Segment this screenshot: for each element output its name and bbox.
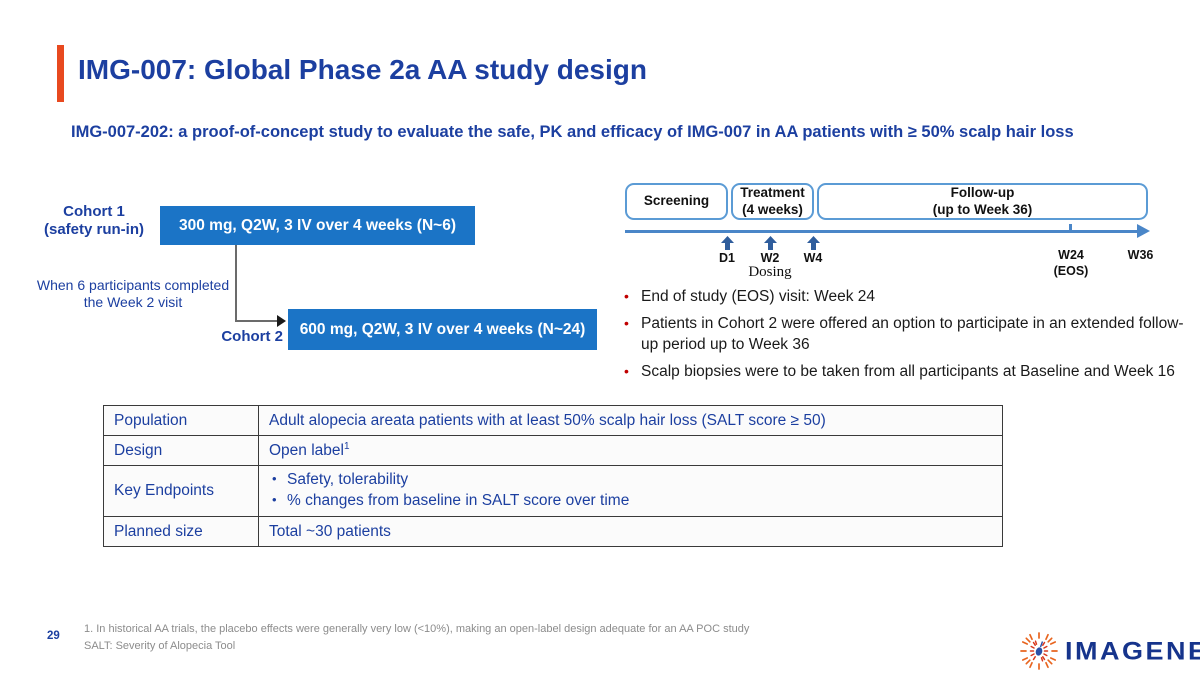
row-value: Total ~30 patients (258, 516, 1003, 547)
phase-sublabel: (4 weeks) (742, 201, 803, 217)
study-design-table: Population Adult alopecia areata patient… (103, 405, 1003, 547)
dosing-point-d1: D1 (719, 251, 735, 265)
cohort2-dose-box: 600 mg, Q2W, 3 IV over 4 weeks (N~24) (288, 309, 597, 350)
dosing-label: Dosing (748, 264, 792, 280)
dosing-arrow-icon (807, 236, 820, 250)
design-value: Open label (269, 442, 344, 460)
list-item: Safety, tolerability (269, 470, 992, 491)
cohort1-label: Cohort 1 (safety run-in) (33, 203, 155, 240)
row-value: Safety, tolerability % changes from base… (258, 465, 1003, 517)
company-logo: IMAGENE (1018, 629, 1200, 673)
study-notes-list: End of study (EOS) visit: Week 24 Patien… (622, 287, 1190, 390)
table-row: Key Endpoints Safety, tolerability % cha… (103, 465, 1003, 517)
list-item: % changes from baseline in SALT score ov… (269, 491, 992, 512)
cohort-connector-horizontal (235, 320, 278, 322)
row-value: Open label1 (258, 435, 1003, 466)
milestone-w24-label: W24 (1058, 248, 1084, 262)
page-title: IMG-007: Global Phase 2a AA study design (78, 54, 647, 85)
cohort1-label-line1: Cohort 1 (63, 203, 125, 220)
timeline-axis-line (625, 230, 1139, 233)
footnote-ref: 1 (343, 440, 350, 452)
timeline-phase-treatment: Treatment (4 weeks) (731, 183, 814, 220)
logo-text: IMAGENE (1065, 636, 1200, 665)
milestone-w24: W24 (EOS) (1035, 248, 1107, 279)
milestone-w36: W36 (1127, 248, 1154, 262)
row-label: Design (103, 435, 259, 466)
dosing-point-w4: W4 (803, 251, 823, 265)
cohort-connector-arrowhead-icon (277, 315, 286, 327)
endpoint-list: Safety, tolerability % changes from base… (269, 470, 992, 512)
cohort-transition-note: When 6 participants completed the Week 2… (36, 277, 230, 311)
phase-label: Treatment (740, 185, 805, 201)
dosing-arrow-icon (721, 236, 734, 250)
cohort-connector-vertical (235, 245, 237, 322)
milestone-w24-sublabel: (EOS) (1053, 263, 1089, 278)
title-accent-bar (57, 45, 64, 102)
footnote-line: 1. In historical AA trials, the placebo … (84, 623, 750, 635)
w24-tick-mark (1069, 224, 1072, 233)
phase-label: Screening (643, 193, 710, 209)
table-row: Population Adult alopecia areata patient… (103, 405, 1003, 436)
page-number: 29 (47, 630, 60, 642)
slide-subtitle: IMG-007-202: a proof-of-concept study to… (71, 123, 1074, 141)
dosing-arrow-icon (764, 236, 777, 250)
list-item: End of study (EOS) visit: Week 24 (622, 287, 1190, 307)
footnote-line: SALT: Severity of Alopecia Tool (84, 639, 236, 652)
list-item: Scalp biopsies were to be taken from all… (622, 362, 1190, 382)
phase-sublabel: (up to Week 36) (932, 201, 1033, 217)
cohort1-dose-box: 300 mg, Q2W, 3 IV over 4 weeks (N~6) (160, 206, 475, 245)
list-item: Patients in Cohort 2 were offered an opt… (622, 314, 1190, 355)
table-row: Planned size Total ~30 patients (103, 516, 1003, 547)
cohort2-label: Cohort 2 (221, 328, 283, 345)
row-label: Planned size (103, 516, 259, 547)
dosing-point-w2: W2 (760, 251, 780, 265)
timeline-phase-screening: Screening (625, 183, 728, 220)
table-row: Design Open label1 (103, 435, 1003, 466)
timeline-arrowhead-icon (1137, 224, 1150, 238)
timeline-phase-followup: Follow-up (up to Week 36) (817, 183, 1148, 220)
cohort1-label-line2: (safety run-in) (43, 221, 144, 239)
imagene-sunburst-icon (1020, 632, 1058, 670)
phase-label: Follow-up (950, 185, 1015, 201)
footnotes: 1. In historical AA trials, the placebo … (84, 621, 784, 654)
row-value: Adult alopecia areata patients with at l… (258, 405, 1003, 436)
row-label: Population (103, 405, 259, 436)
row-label: Key Endpoints (103, 465, 259, 517)
